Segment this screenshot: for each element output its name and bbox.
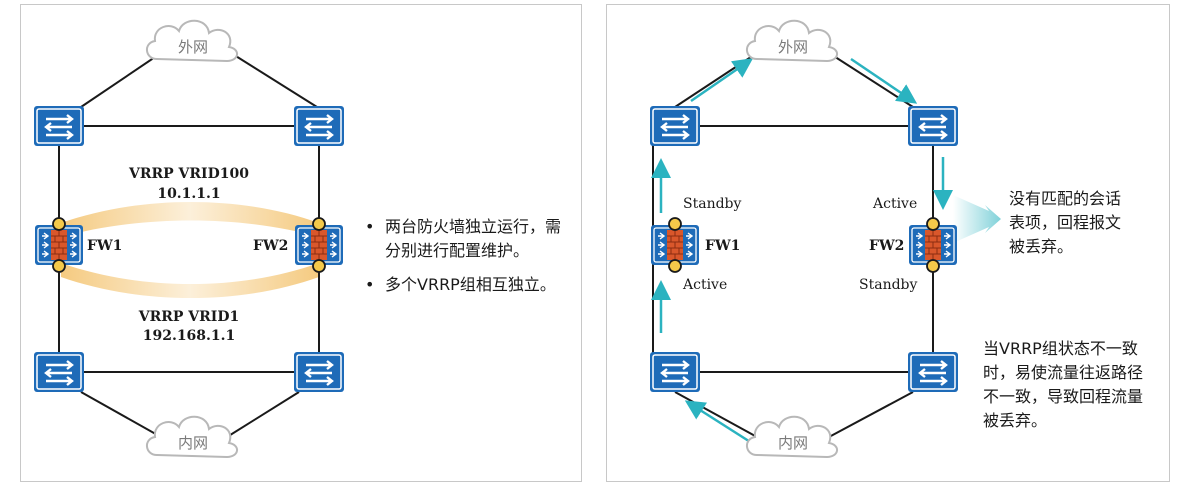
drop-arrow-icon bbox=[953, 195, 1001, 243]
vrrp-top-name: VRRP VRID100 bbox=[128, 166, 249, 182]
note-bullet: 两台防火墙独立运行，需分别进行配置维护。 bbox=[363, 215, 561, 263]
fw2-label: FW2 bbox=[869, 238, 904, 254]
fw1-label: FW1 bbox=[87, 238, 122, 254]
vrrp-top-address: 10.1.1.1 bbox=[157, 186, 220, 202]
vrrp-group-1-link bbox=[61, 263, 319, 298]
switch-icon bbox=[292, 104, 346, 148]
switch-icon bbox=[648, 350, 702, 394]
left-topology-diagram: 外网 内网 FW1 FW2 VRRP VRID100 10.1.1.1 VRRP… bbox=[32, 19, 346, 458]
cloud-bottom-label: 内网 bbox=[778, 434, 808, 452]
fw1-downlink-state: Active bbox=[682, 277, 727, 293]
switch-icon bbox=[648, 104, 702, 148]
vrrp-bottom-name: VRRP VRID1 bbox=[138, 309, 239, 325]
vrrp-bottom-address: 192.168.1.1 bbox=[143, 328, 236, 344]
firewall-icon bbox=[34, 224, 84, 266]
bottom-note: 当VRRP组状态不一致时，易使流量往返路径不一致，导致回程流量被丢弃。 bbox=[983, 339, 1144, 430]
cloud-top-label: 外网 bbox=[778, 38, 808, 56]
fw1-uplink-state: Standby bbox=[683, 196, 742, 212]
left-panel: 外网 内网 FW1 FW2 VRRP VRID100 10.1.1.1 VRRP… bbox=[20, 4, 582, 482]
fw2-downlink-state: Standby bbox=[859, 277, 918, 293]
switch-icon bbox=[32, 350, 86, 394]
switch-icon bbox=[292, 350, 346, 394]
fw1-label: FW1 bbox=[705, 238, 740, 254]
fw2-label: FW2 bbox=[253, 238, 288, 254]
interface-dots bbox=[668, 217, 940, 273]
firewall-icon bbox=[650, 224, 700, 266]
switch-icon bbox=[906, 104, 960, 148]
cloud-top-label: 外网 bbox=[178, 38, 208, 56]
cloud-bottom-label: 内网 bbox=[178, 434, 208, 452]
right-panel: 外网 内网 FW1 FW2 Standby Active Active Stan… bbox=[606, 4, 1170, 482]
fw2-uplink-state: Active bbox=[872, 196, 917, 212]
left-notes: 两台防火墙独立运行，需分别进行配置维护。 多个VRRP组相互独立。 bbox=[363, 215, 561, 307]
firewall-icon bbox=[294, 224, 344, 266]
right-topology-diagram: 外网 内网 FW1 FW2 Standby Active Active Stan… bbox=[648, 19, 1001, 458]
firewall-icon bbox=[908, 224, 958, 266]
drop-note: 没有匹配的会话表项，回程报文被丢弃。 bbox=[1009, 189, 1122, 256]
interface-dots bbox=[52, 217, 326, 273]
note-bullet: 多个VRRP组相互独立。 bbox=[363, 273, 561, 297]
switch-icon bbox=[906, 350, 960, 394]
traffic-flow-arrows bbox=[651, 57, 953, 447]
switch-icon bbox=[32, 104, 86, 148]
vrrp-group-100-link bbox=[61, 202, 319, 237]
